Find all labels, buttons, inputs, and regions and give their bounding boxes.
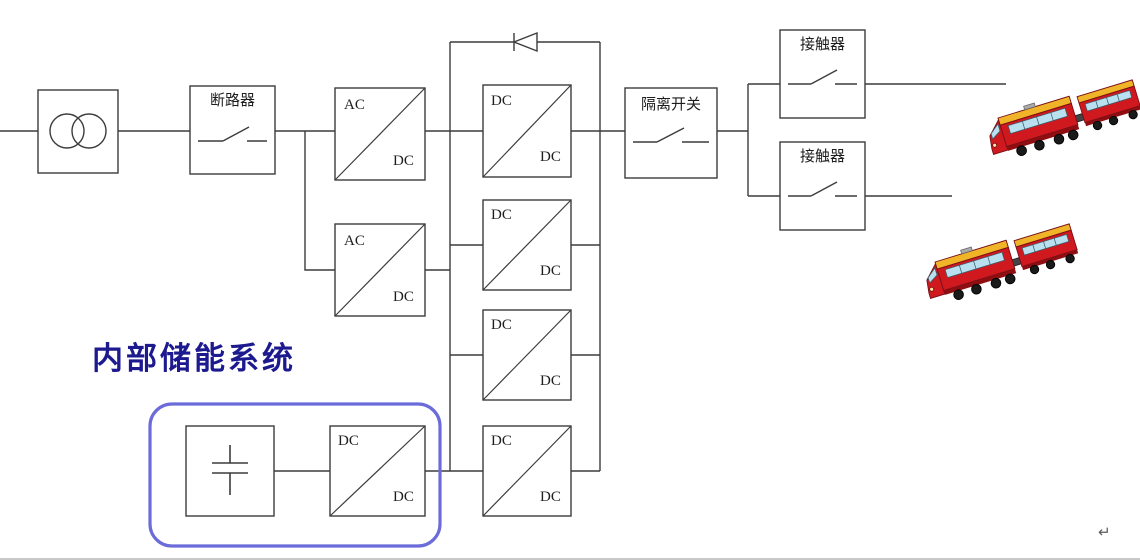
capacitor-icon xyxy=(212,445,248,495)
paragraph-return-mark: ↵ xyxy=(1098,525,1111,541)
capacitor-box xyxy=(185,425,275,517)
breaker-label: 断路器 xyxy=(209,93,255,109)
dc-dc-1-bottom-label: DC xyxy=(540,149,561,165)
dc-dc-3-bottom-label: DC xyxy=(540,373,561,389)
isolator-label: 隔离开关 xyxy=(640,97,701,113)
storage-system-title: 内部储能系统 xyxy=(92,341,296,376)
dc-dc-2-bottom-label: DC xyxy=(540,263,561,279)
train-2-icon xyxy=(926,223,1079,300)
dc-dc-1-top-label: DC xyxy=(491,93,512,109)
transformer-box xyxy=(37,89,119,174)
dc-dc-3-top-label: DC xyxy=(491,317,512,333)
contactor-2-switch-icon xyxy=(788,181,857,197)
transformer-icon xyxy=(49,113,107,149)
contactor-2-box xyxy=(779,141,866,231)
ac-dc-2-top-label: AC xyxy=(344,233,365,249)
contactor-1-box xyxy=(779,29,866,119)
contactor-1-label: 接触器 xyxy=(799,37,845,53)
breaker-box xyxy=(189,85,276,175)
contactor-2-label: 接触器 xyxy=(799,149,845,165)
dc-dc-2-top-label: DC xyxy=(491,207,512,223)
slide-bottom-edge xyxy=(0,558,1140,560)
diode-icon xyxy=(512,31,538,53)
dc-dc-4-top-label: DC xyxy=(491,433,512,449)
contactor-1-switch-icon xyxy=(788,69,857,85)
converter-diagonals xyxy=(329,84,572,517)
isolator-box xyxy=(624,87,718,179)
ac-dc-1-bottom-label: DC xyxy=(393,153,414,169)
train-1-icon xyxy=(989,79,1140,156)
storage-system-outline xyxy=(148,402,442,548)
ac-dc-1-top-label: AC xyxy=(344,97,365,113)
breaker-switch-icon xyxy=(198,126,267,142)
storage-dc-dc-bottom-label: DC xyxy=(393,489,414,505)
ac-dc-2-bottom-label: DC xyxy=(393,289,414,305)
circuit-wires xyxy=(0,41,1006,472)
isolator-switch-icon xyxy=(633,127,709,143)
storage-dc-dc-top-label: DC xyxy=(338,433,359,449)
dc-dc-4-bottom-label: DC xyxy=(540,489,561,505)
